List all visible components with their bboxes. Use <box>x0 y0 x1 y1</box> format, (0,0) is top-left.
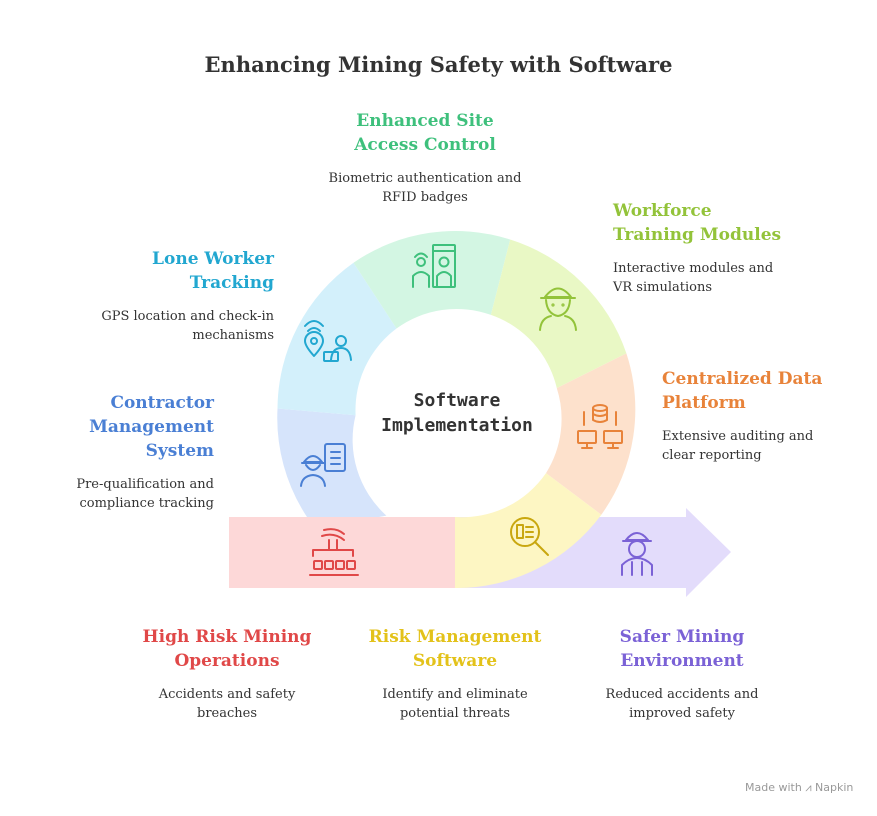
napkin-logo-icon: ⩘ <box>805 781 812 794</box>
desc-access-control: Biometric authentication and RFID badges <box>328 171 522 205</box>
desc-safer-environment: Reduced accidents and improved safety <box>605 687 759 721</box>
label-training-modules: Workforce Training Modules Interactive m… <box>613 199 853 297</box>
heading-contractor: Contractor Management System <box>89 393 214 461</box>
hardhat-worker-icon <box>539 287 577 331</box>
label-lone-worker: Lone Worker Tracking GPS location and ch… <box>60 247 274 345</box>
center-label: Software Implementation <box>352 388 562 438</box>
desc-high-risk: Accidents and safety breaches <box>158 687 296 721</box>
footer-attribution: Made with ⩘ Napkin <box>745 781 853 795</box>
safe-worker-icon <box>621 532 653 576</box>
ring-segment-risk-mgmt <box>455 473 602 589</box>
magnify-report-icon <box>510 517 549 556</box>
label-safer-environment: Safer Mining Environment Reduced acciden… <box>572 625 792 723</box>
center-label-line-2: Implementation <box>381 415 533 436</box>
heading-data-platform: Centralized Data Platform <box>662 369 823 413</box>
label-risk-management: Risk Management Software Identify and el… <box>345 625 565 723</box>
heading-safer-environment: Safer Mining Environment <box>619 627 745 671</box>
mining-drill-icon <box>309 528 359 576</box>
desc-contractor: Pre-qualification and compliance trackin… <box>76 477 214 511</box>
ring-segment-data <box>546 353 636 515</box>
ring-segment-training <box>490 239 627 389</box>
heading-training-modules: Workforce Training Modules <box>613 201 782 245</box>
label-contractor: Contractor Management System Pre-qualifi… <box>40 391 214 513</box>
heading-high-risk: High Risk Mining Operations <box>142 627 312 671</box>
label-high-risk: High Risk Mining Operations Accidents an… <box>117 625 337 723</box>
gps-tracking-icon <box>304 320 352 362</box>
access-gate-icon <box>412 244 456 288</box>
center-label-line-1: Software <box>413 390 501 411</box>
ring-segment-contractor <box>277 408 387 517</box>
band-high-risk <box>229 517 455 588</box>
heading-risk-management: Risk Management Software <box>368 627 542 671</box>
ring-segment-access <box>353 230 511 329</box>
footer-brand: Napkin <box>815 781 854 794</box>
heading-lone-worker: Lone Worker Tracking <box>152 249 274 293</box>
heading-access-control: Enhanced Site Access Control <box>354 111 496 155</box>
database-network-icon <box>577 404 623 449</box>
contractor-checklist-icon <box>300 443 346 487</box>
desc-data-platform: Extensive auditing and clear reporting <box>662 429 814 463</box>
page-title: Enhancing Mining Safety with Software <box>204 52 673 77</box>
label-access-control: Enhanced Site Access Control Biometric a… <box>305 109 545 207</box>
label-data-platform: Centralized Data Platform Extensive audi… <box>662 367 867 465</box>
desc-lone-worker: GPS location and check-in mechanisms <box>101 309 274 343</box>
desc-training-modules: Interactive modules and VR simulations <box>613 261 774 295</box>
footer-made-with: Made with <box>745 781 802 794</box>
desc-risk-management: Identify and eliminate potential threats <box>382 687 528 721</box>
